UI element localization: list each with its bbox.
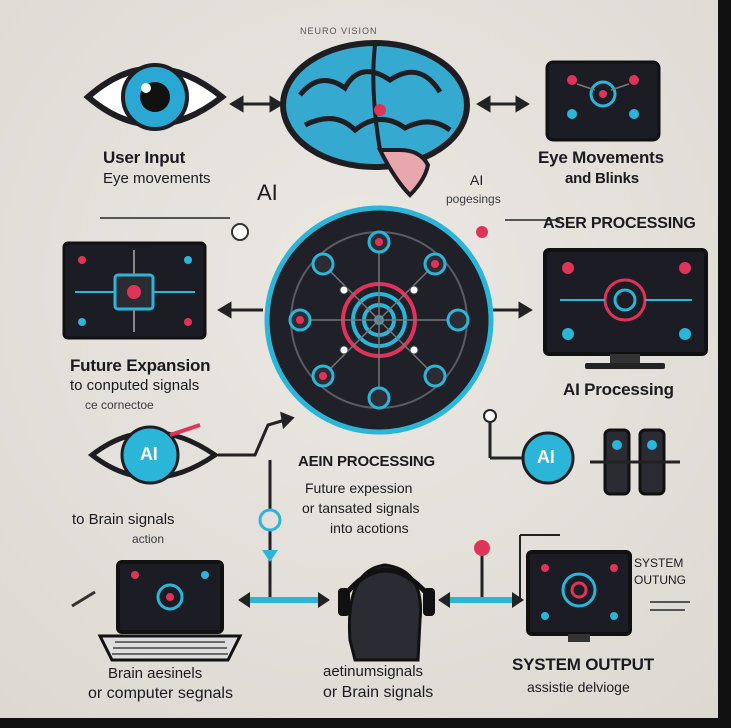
label-outung: OUTUNG: [634, 573, 686, 587]
arrow-head-system: [438, 592, 524, 608]
system-output-screen: [526, 550, 632, 642]
label-to-brain-signals: to Brain signals: [72, 511, 175, 528]
sensor-device-icon: [590, 428, 680, 496]
label-and-blinks: and Blinks: [565, 170, 639, 187]
label-system: SYSTEM: [634, 556, 684, 570]
arrow-circle-left: [217, 301, 263, 319]
label-or-brain-signals: or Brain signals: [323, 684, 434, 701]
label-connector: ce cornectoe: [85, 398, 154, 412]
label-future-expession: Future expession: [305, 480, 413, 496]
label-system-output: SYSTEM OUTPUT: [512, 655, 654, 674]
label-eye-movements-left: Eye movements: [103, 170, 211, 187]
arrow-eye-up: [218, 411, 295, 457]
label-brain-aesinels: Brain aesinels: [108, 665, 203, 682]
head-headset-icon: [338, 563, 435, 662]
eye-icon: [83, 63, 227, 131]
ai-badge-left-label: AI: [140, 444, 158, 464]
flow-node-cyan: [258, 508, 282, 532]
label-ai-processing: AI Processing: [563, 380, 674, 399]
label-computed-signals: to conputed signals: [70, 377, 200, 394]
monitor-icon: [543, 248, 708, 369]
label-assistive-device: assistie delvioge: [527, 679, 630, 695]
flow-node-pink: [474, 540, 490, 556]
label-user-input: User Input: [103, 148, 186, 167]
text-placeholder-lines: [650, 601, 690, 611]
arrow-eye-brain: [229, 95, 284, 113]
ai-eye-icon: [87, 423, 220, 485]
node-dot: [231, 223, 249, 241]
label-tansated-signals: or tansated signals: [302, 500, 420, 516]
pen-icon: [71, 590, 96, 608]
node-dot-pink: [476, 226, 488, 238]
right-border: [718, 0, 731, 728]
label-into-acotions: into acotions: [330, 520, 409, 536]
label-future-expansion: Future Expansion: [70, 356, 211, 375]
brain-icon: [280, 40, 470, 198]
label-eye-movements: Eye Movements: [538, 148, 664, 167]
neural-screen-top-right: [545, 60, 661, 142]
central-neural-network: [264, 205, 494, 435]
laptop-icon: [97, 560, 243, 662]
ai-badge-right-label: AI: [537, 447, 555, 467]
connector-node: [483, 409, 497, 423]
diagram-title: NEURO VISION: [300, 26, 378, 36]
bottom-border: [0, 718, 731, 728]
ai-badge-right-icon: [521, 431, 575, 485]
arrow-brain-screen: [476, 95, 530, 113]
flow-arrow-down: [262, 550, 278, 562]
label-pogesings: pogesings: [446, 192, 501, 206]
arrow-laptop-head: [238, 592, 330, 608]
diagram-graphics: [62, 40, 708, 662]
circuit-chip-panel: [62, 241, 207, 340]
label-aser-processing: ASER PROCESSING: [543, 215, 696, 232]
label-ai-left: AI: [257, 180, 278, 205]
arrow-circle-right: [492, 301, 533, 319]
label-aetinumsignals: aetinumsignals: [323, 663, 424, 680]
label-computer-segnals: or computer segnals: [88, 685, 233, 702]
label-action: action: [132, 532, 165, 546]
label-brain-processing: AEIN PROCESSING: [298, 453, 436, 470]
label-ai-right: AI: [470, 172, 484, 188]
